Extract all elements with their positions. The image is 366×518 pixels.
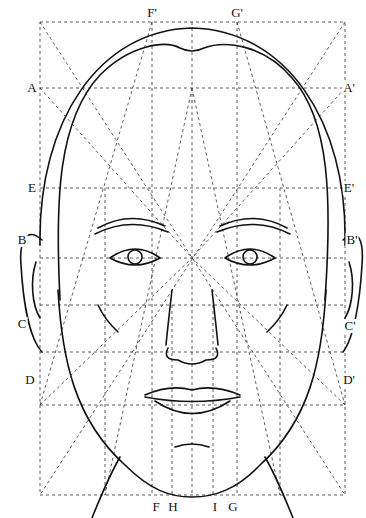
point-letter: I (212, 500, 218, 514)
point-letter: F (151, 500, 160, 514)
point-letter: E (27, 181, 37, 195)
point-letter: A (26, 81, 37, 95)
point-letter: C (17, 317, 28, 331)
point-letter: G' (230, 6, 244, 20)
point-letter: E' (343, 181, 355, 195)
proportion-grid (40, 22, 345, 495)
point-letter: D' (342, 373, 356, 387)
point-letter: B' (345, 233, 358, 247)
point-letter: C' (343, 319, 356, 333)
point-letter: A' (342, 81, 356, 95)
point-letter: B (17, 233, 28, 247)
point-letter: F' (146, 6, 158, 20)
point-letter: G (227, 500, 238, 514)
face-lines (21, 28, 363, 518)
point-letter: D (24, 373, 35, 387)
point-letter: H (167, 500, 178, 514)
